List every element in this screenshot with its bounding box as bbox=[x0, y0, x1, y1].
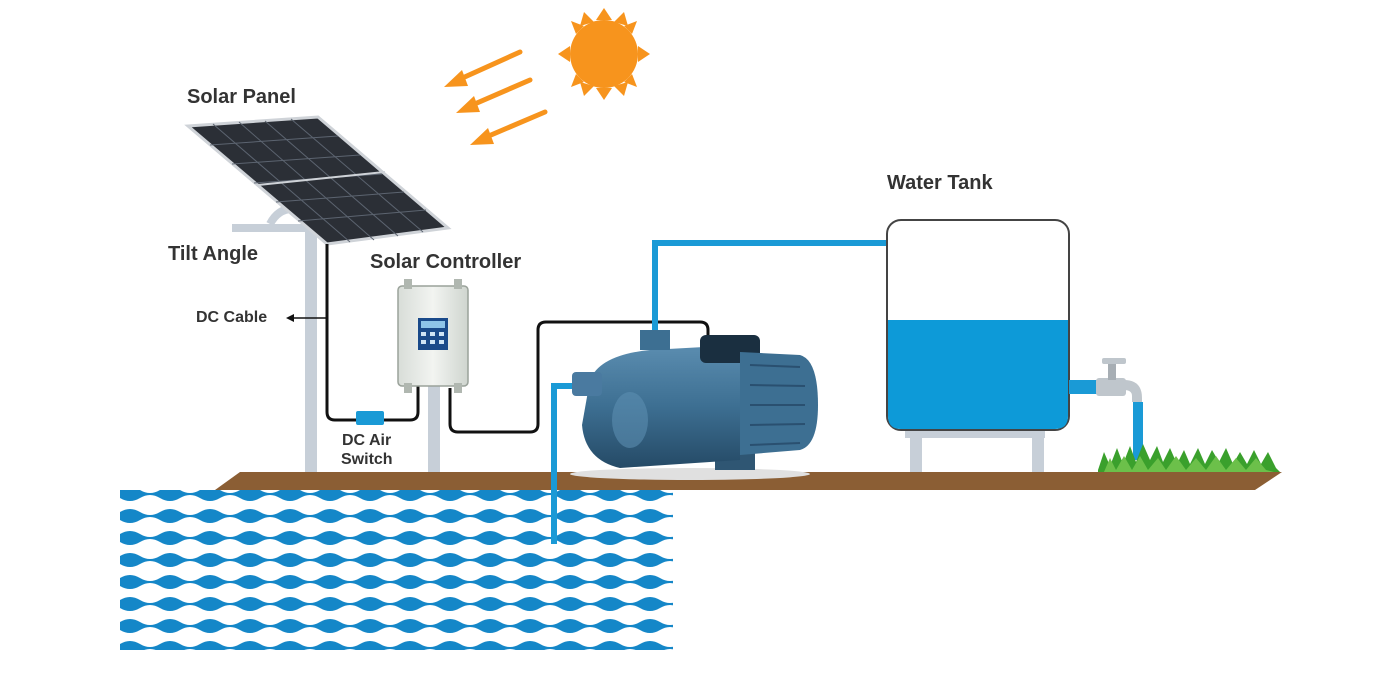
label-dc-cable: DC Cable bbox=[196, 309, 267, 326]
faucet-icon bbox=[1096, 358, 1142, 402]
sun-icon bbox=[558, 8, 650, 100]
solar-panel-icon bbox=[184, 115, 452, 246]
grass-icon bbox=[1098, 444, 1280, 472]
controller-stand bbox=[428, 384, 440, 472]
label-dc-air-switch-line1: DC Air bbox=[342, 432, 391, 449]
label-dc-air-switch-line2: Switch bbox=[341, 451, 393, 468]
faucet-water-stream bbox=[1133, 402, 1143, 460]
label-tilt-angle: Tilt Angle bbox=[168, 243, 258, 265]
water-tank-stand bbox=[905, 428, 1045, 472]
tank-outlet-pipe bbox=[1069, 380, 1099, 394]
water-pump-icon bbox=[570, 330, 818, 480]
dc-cable bbox=[325, 244, 356, 422]
label-solar-panel: Solar Panel bbox=[187, 86, 296, 108]
water-tank-icon bbox=[886, 219, 1070, 431]
solar-controller-icon bbox=[397, 279, 469, 393]
ground bbox=[215, 472, 1282, 490]
water-body bbox=[120, 490, 673, 650]
outlet-pipe bbox=[652, 240, 930, 360]
label-solar-controller: Solar Controller bbox=[370, 251, 521, 273]
pump-power-cable bbox=[448, 320, 710, 434]
dc-air-switch-icon bbox=[356, 411, 384, 425]
label-water-tank: Water Tank bbox=[887, 172, 993, 194]
sun-ray-arrows bbox=[444, 49, 548, 145]
